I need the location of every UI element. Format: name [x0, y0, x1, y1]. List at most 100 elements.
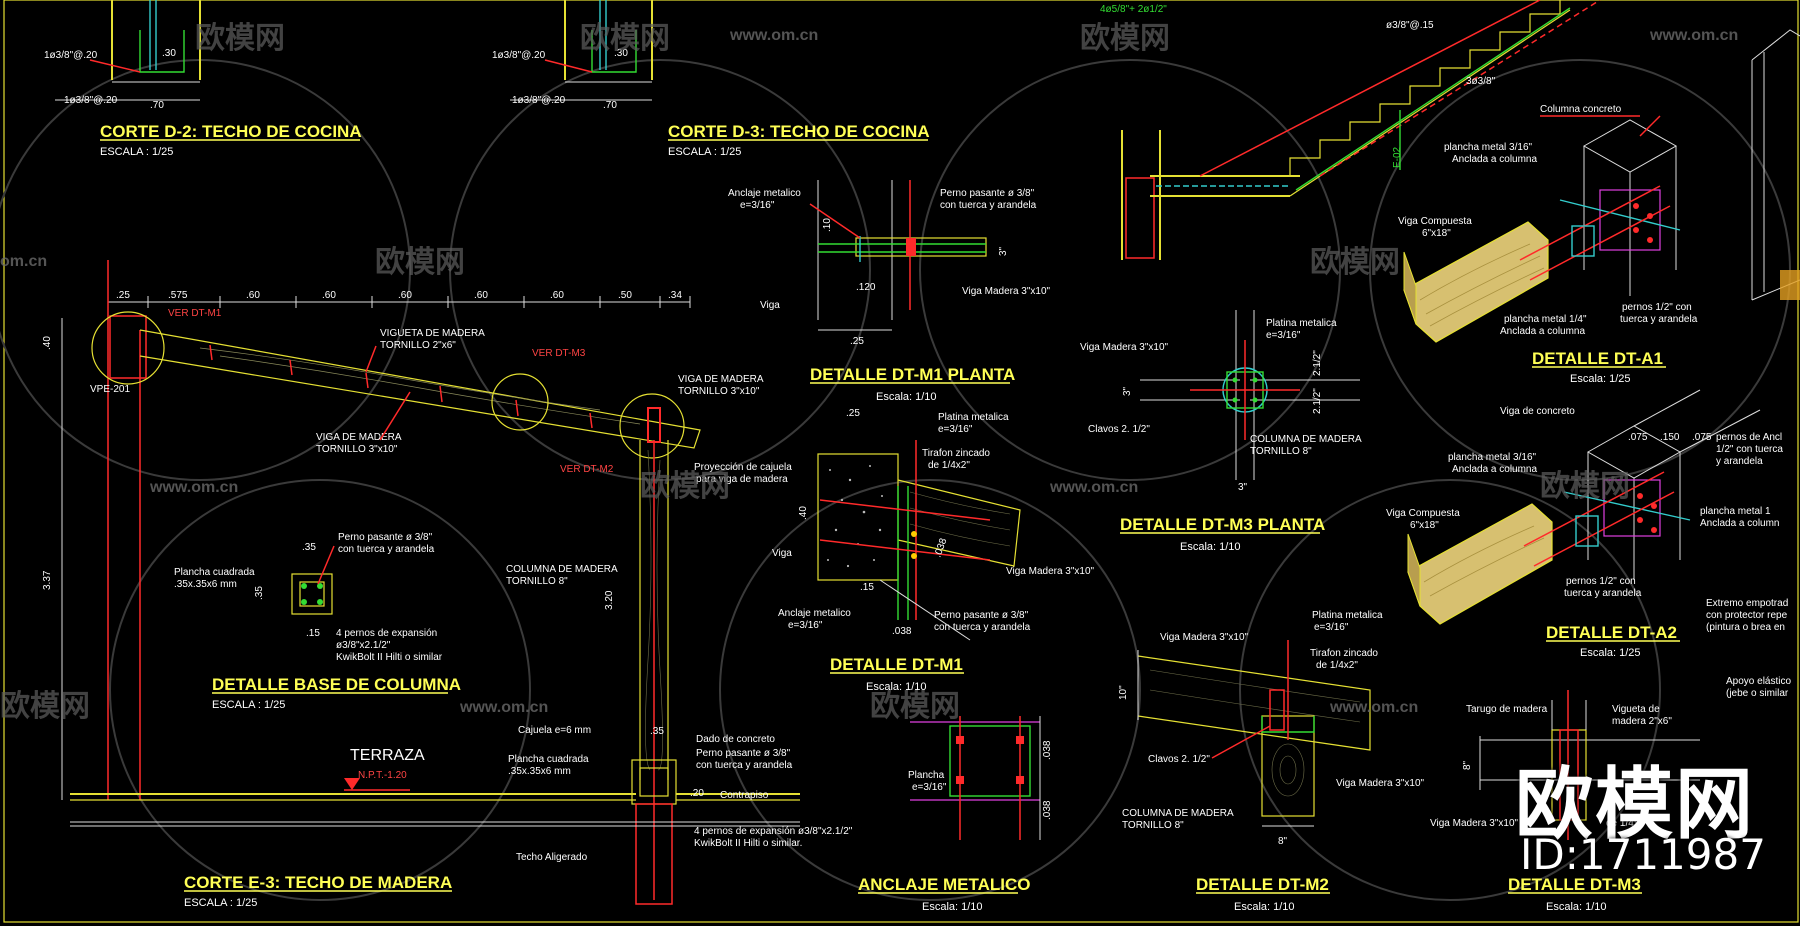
dt-a2-scale: Escala: 1/25 — [1580, 647, 1641, 659]
rebar-top-label: 4ø5/8"+ 2ø1/2" — [1100, 4, 1167, 15]
svg-text:om.cn: om.cn — [0, 253, 47, 270]
dim-50: .50 — [618, 290, 632, 301]
proyeccion-label: Proyección de cajuela — [694, 462, 792, 473]
columna-madera-label-2: COLUMNA DE MADERA — [1250, 434, 1362, 445]
plancha-14-label: plancha metal 1/4" — [1504, 314, 1587, 325]
dt-a2-title: DETALLE DT-A2 — [1546, 623, 1677, 642]
model-id-label: ID:1711987 — [1520, 830, 1766, 879]
terraza-label: TERRAZA — [350, 747, 425, 764]
rebar-e-label: ø3/8"@.15 — [1386, 20, 1434, 31]
e316f-label: e=3/16" — [1314, 622, 1349, 633]
svg-text:欧模网: 欧模网 — [375, 246, 465, 279]
con-tuerca-label-2: con tuerca y arandela — [696, 760, 793, 771]
dim-34: .34 — [668, 290, 682, 301]
corte-d2-section: .30 .70 1ø3/8"@.20 1ø3/8"@.20 CORTE D-2:… — [44, 0, 362, 158]
dt-m1-title: DETALLE DT-M1 — [830, 655, 963, 674]
tornillo-8-label: TORNILLO 8" — [506, 576, 568, 587]
tornillo-8-label-3: TORNILLO 8" — [1122, 820, 1184, 831]
dt-a1-title: DETALLE DT-A1 — [1532, 349, 1663, 368]
viga-compuesta-dim-label: 6"x18" — [1422, 228, 1451, 239]
extremo-label: Extremo empotrad — [1706, 598, 1788, 609]
e316b-label: e=3/16" — [938, 424, 973, 435]
perno-pasante-label-3: Perno pasante ø 3/8" — [940, 188, 1035, 199]
svg-text:www.om.cn: www.om.cn — [1649, 27, 1738, 44]
tirafon4-label: de 1/4x2" — [1316, 660, 1358, 671]
apoyo-label: Apoyo elástico — [1726, 676, 1791, 687]
viga-concreto-label: Viga de concreto — [1500, 406, 1575, 417]
corte-d3-scale: ESCALA : 1/25 — [668, 146, 741, 158]
stair-section: E-02 4ø5/8"+ 2ø1/2" ø3/8"@.15 3ø3/8" — [1100, 0, 1601, 260]
kwik-label-2: KwikBolt II Hilti o similar. — [694, 838, 802, 849]
dim-15b: .15 — [860, 582, 874, 593]
dim-8b: 8" — [1462, 760, 1473, 770]
svg-text:www.om.cn: www.om.cn — [729, 27, 818, 44]
tornillo-8-label-2: TORNILLO 8" — [1250, 446, 1312, 457]
vigueta-label-2: Vigueta de — [1612, 704, 1660, 715]
contrapiso-label: Contrapiso — [720, 790, 769, 801]
dt-m1-planta-title: DETALLE DT-M1 PLANTA — [810, 365, 1015, 384]
dim-30: .30 — [162, 48, 176, 59]
anclaje-scale: Escala: 1/10 — [922, 901, 983, 913]
dim-337: 3.37 — [42, 570, 53, 590]
svg-text:欧模网: 欧模网 — [1310, 246, 1400, 279]
dim-320: 3.20 — [604, 590, 615, 610]
dim-35: .35 — [302, 542, 316, 553]
detalle-dt-m2: 10" 8" Viga Madera 3"x10" Platina metali… — [1118, 610, 1425, 913]
con-tuerca-label-3: con tuerca y arandela — [940, 200, 1037, 211]
dim-60a: .60 — [246, 290, 260, 301]
corte-d2-title: CORTE D-2: TECHO DE COCINA — [100, 122, 362, 141]
tuerca-arandela-label-2: tuerca y arandela — [1564, 588, 1642, 599]
pernos-12b-label: pernos 1/2" con — [1566, 576, 1636, 587]
dim-25: .25 — [116, 290, 130, 301]
plancha-316b-label: plancha metal 3/16" — [1448, 452, 1537, 463]
corte-d3-section: .30 .70 1ø3/8"@.20 1ø3/8"@.20 CORTE D-3:… — [492, 0, 930, 158]
sloped-wood-beam — [139, 329, 701, 449]
dim-120: .120 — [856, 282, 876, 293]
dim-70b: .70 — [603, 100, 617, 111]
dim-20b: .20 — [690, 788, 704, 799]
dim-10: .10 — [822, 218, 833, 232]
vpe-label: VPE-201 — [90, 384, 130, 395]
viga-madera-label-6: Viga Madera 3"x10" — [1160, 632, 1249, 643]
svg-text:.075: .075 — [1692, 432, 1712, 443]
watermark-texts: 欧模网 欧模网 欧模网 欧模网 欧模网 欧模网 欧模网 欧模网 欧模网 www.… — [0, 22, 1738, 723]
anclada4-label: Anclada a column — [1700, 518, 1780, 529]
de14-label: de 1/4x4" — [1606, 818, 1648, 829]
rebar-label-a: 1ø3/8"@.20 — [44, 50, 98, 61]
brand-watermark: 欧模网 — [1515, 760, 1756, 850]
perno-pasante-label-2: Perno pasante ø 3/8" — [696, 748, 791, 759]
viga-label: Viga — [760, 300, 780, 311]
tornillo-3x10-label-2: TORNILLO 3"x10" — [678, 386, 760, 397]
plancha-316-label: plancha metal 3/16" — [1444, 142, 1533, 153]
corte-e3-scale: ESCALA : 1/25 — [184, 897, 257, 909]
tarugo-label: Tarugo de madera — [1466, 704, 1548, 715]
svg-text:www.om.cn: www.om.cn — [1329, 699, 1418, 716]
e316c-label: e=3/16" — [788, 620, 823, 631]
dim-60d: .60 — [474, 290, 488, 301]
svg-text:.038: .038 — [1042, 800, 1053, 820]
detalle-base-columna: .35 .35 .15 Perno pasante ø 3/8" con tue… — [174, 532, 461, 711]
tornillo-2x6-label: TORNILLO 2"x6" — [380, 340, 456, 351]
svg-text:www.om.cn: www.om.cn — [1049, 479, 1138, 496]
y-arandela-label: y arandela — [1716, 456, 1763, 467]
ver-dt-m3-label: VER DT-M3 — [532, 348, 586, 359]
viga-madera-label-5: Viga Madera 3"x10" — [1080, 342, 1169, 353]
detalle-base-title: DETALLE BASE DE COLUMNA — [212, 675, 461, 694]
sheet-border — [3, 0, 1799, 923]
dim-60c: .60 — [398, 290, 412, 301]
viga-compuesta-dim-label-2: 6"x18" — [1410, 520, 1439, 531]
clavos-label-2: Clavos 2. 1/2" — [1148, 754, 1210, 765]
tirafon2-label: de 1/4x2" — [928, 460, 970, 471]
dim-25c: .25 — [846, 408, 860, 419]
kwik-label: KwikBolt II Hilti o similar — [336, 652, 443, 663]
dt-a1-scale: Escala: 1/25 — [1570, 373, 1631, 385]
pintura-label: (pintura o brea en — [1706, 622, 1785, 633]
dim-15: .15 — [306, 628, 320, 639]
dim-575: .575 — [168, 290, 188, 301]
svg-text:欧模网: 欧模网 — [870, 690, 960, 723]
svg-text:.075: .075 — [1628, 432, 1648, 443]
dim-40: .40 — [42, 336, 53, 350]
plancha-label: Plancha — [908, 770, 945, 781]
detalle-base-scale: ESCALA : 1/25 — [212, 699, 285, 711]
viga-madera-label-8: Viga Madera 3"x10" — [1430, 818, 1519, 829]
